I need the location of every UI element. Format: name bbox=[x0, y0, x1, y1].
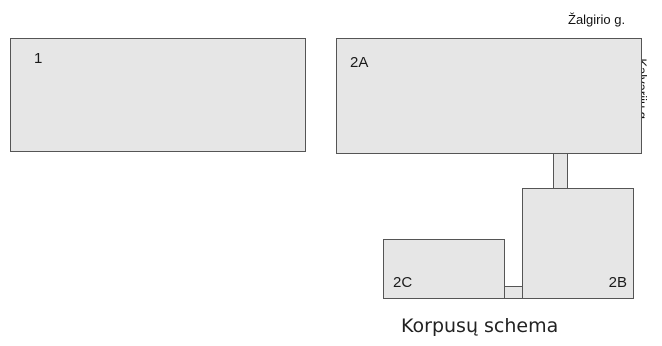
building-2c[interactable]: 2C bbox=[383, 239, 505, 299]
building-2b[interactable]: 2B bbox=[522, 188, 634, 299]
connector-2a-2b bbox=[553, 153, 568, 189]
building-2b-label: 2B bbox=[608, 274, 627, 291]
building-2a-label: 2A bbox=[350, 54, 369, 71]
street-label-zalgirio: Žalgirio g. bbox=[568, 12, 626, 27]
building-1[interactable]: 1 bbox=[10, 38, 306, 152]
building-2a[interactable]: 2A bbox=[336, 38, 642, 154]
connector-2c-2b bbox=[504, 286, 523, 299]
diagram-caption: Korpusų schema bbox=[401, 315, 559, 337]
building-1-label: 1 bbox=[34, 50, 43, 67]
building-2c-label: 2C bbox=[393, 274, 413, 291]
